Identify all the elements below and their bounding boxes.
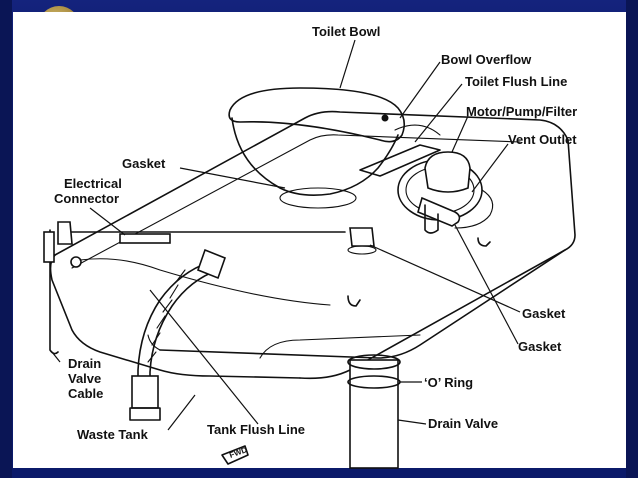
leader-waste-tank [167, 394, 196, 431]
leader-gasket-right-2 [454, 224, 519, 345]
label-bowl-overflow: Bowl Overflow [441, 52, 532, 67]
drain-cable-run [79, 258, 331, 306]
label-motor-pump-filter: Motor/Pump/Filter [466, 104, 577, 119]
tank-top-outline [54, 110, 576, 359]
tank-clip-1 [477, 237, 491, 247]
fwd-arrow-shape [221, 445, 249, 465]
label-cable: Cable [68, 386, 103, 401]
leader-toilet-bowl [339, 39, 356, 89]
label-drain-valve: Drain Valve [428, 416, 498, 431]
leader-motor-pump-filter [451, 115, 469, 153]
label-vent-outlet: Vent Outlet [508, 132, 577, 147]
label-toilet-bowl: Toilet Bowl [312, 24, 380, 39]
tank-drawing: FWD [43, 87, 576, 469]
leader-bowl-overflow [399, 61, 441, 119]
label-o-ring: ‘O’ Ring [424, 375, 473, 390]
electrical-connector-plug [119, 233, 171, 244]
bowl-gasket-ring [279, 187, 357, 209]
callout-labels: Toilet Bowl Bowl Overflow Toilet Flush L… [54, 24, 577, 442]
tank-inner-edge [71, 134, 521, 269]
flush-line-bracket [359, 144, 441, 177]
hose-body-outline [129, 407, 161, 421]
slide-right-band [626, 0, 638, 478]
label-drain: Drain [68, 356, 101, 371]
leader-tank-flush-line [149, 289, 259, 425]
gasket-fitting [349, 227, 375, 247]
label-gasket-top: Gasket [122, 156, 166, 171]
leader-drain-valve [397, 419, 427, 425]
fwd-arrow: FWD [221, 445, 249, 465]
flush-line-upper [394, 124, 441, 136]
tank-clip-2 [347, 295, 361, 307]
hose-bottom-fitting [131, 375, 159, 409]
leader-gasket-right-1 [369, 244, 521, 313]
toilet-bowl-rim [228, 87, 406, 143]
tank-rounded-edge [259, 334, 421, 359]
slide-left-band [0, 0, 12, 478]
toilet-bowl-body [231, 117, 399, 196]
bowl-overflow-hole [381, 114, 389, 122]
label-electrical: Electrical [64, 176, 122, 191]
leader-lines [51, 39, 521, 431]
label-valve: Valve [68, 371, 101, 386]
vent-outlet-pipe [417, 196, 461, 227]
label-tank-flush-line: Tank Flush Line [207, 422, 305, 437]
label-gasket-right-2: Gasket [518, 339, 562, 354]
tank-flush-hose [137, 261, 211, 396]
tank-flush-hose-inner [149, 269, 219, 396]
tank-side-line [147, 334, 161, 351]
hose-top-fitting [196, 248, 227, 280]
leader-gasket-top [179, 167, 286, 189]
leader-toilet-flush-line [414, 83, 463, 143]
wire-terminal [57, 221, 73, 245]
label-gasket-right-1: Gasket [522, 306, 566, 321]
vent-outlet-stem [424, 204, 439, 234]
pump-cable-loop [454, 189, 494, 229]
motor-housing [424, 151, 471, 193]
fwd-label: FWD [228, 445, 248, 460]
gasket-fitting-ring [347, 245, 377, 255]
leader-vent-outlet [471, 143, 509, 193]
drain-cable-handle [43, 231, 55, 263]
label-connector: Connector [54, 191, 119, 206]
hose-ribs [147, 269, 186, 363]
leader-drain-valve-cable [51, 351, 61, 363]
label-toilet-flush-line: Toilet Flush Line [465, 74, 567, 89]
drain-cable-end [70, 256, 82, 268]
leader-electrical-connector [89, 207, 126, 236]
drain-valve-top [347, 354, 401, 370]
label-waste-tank: Waste Tank [77, 427, 149, 442]
